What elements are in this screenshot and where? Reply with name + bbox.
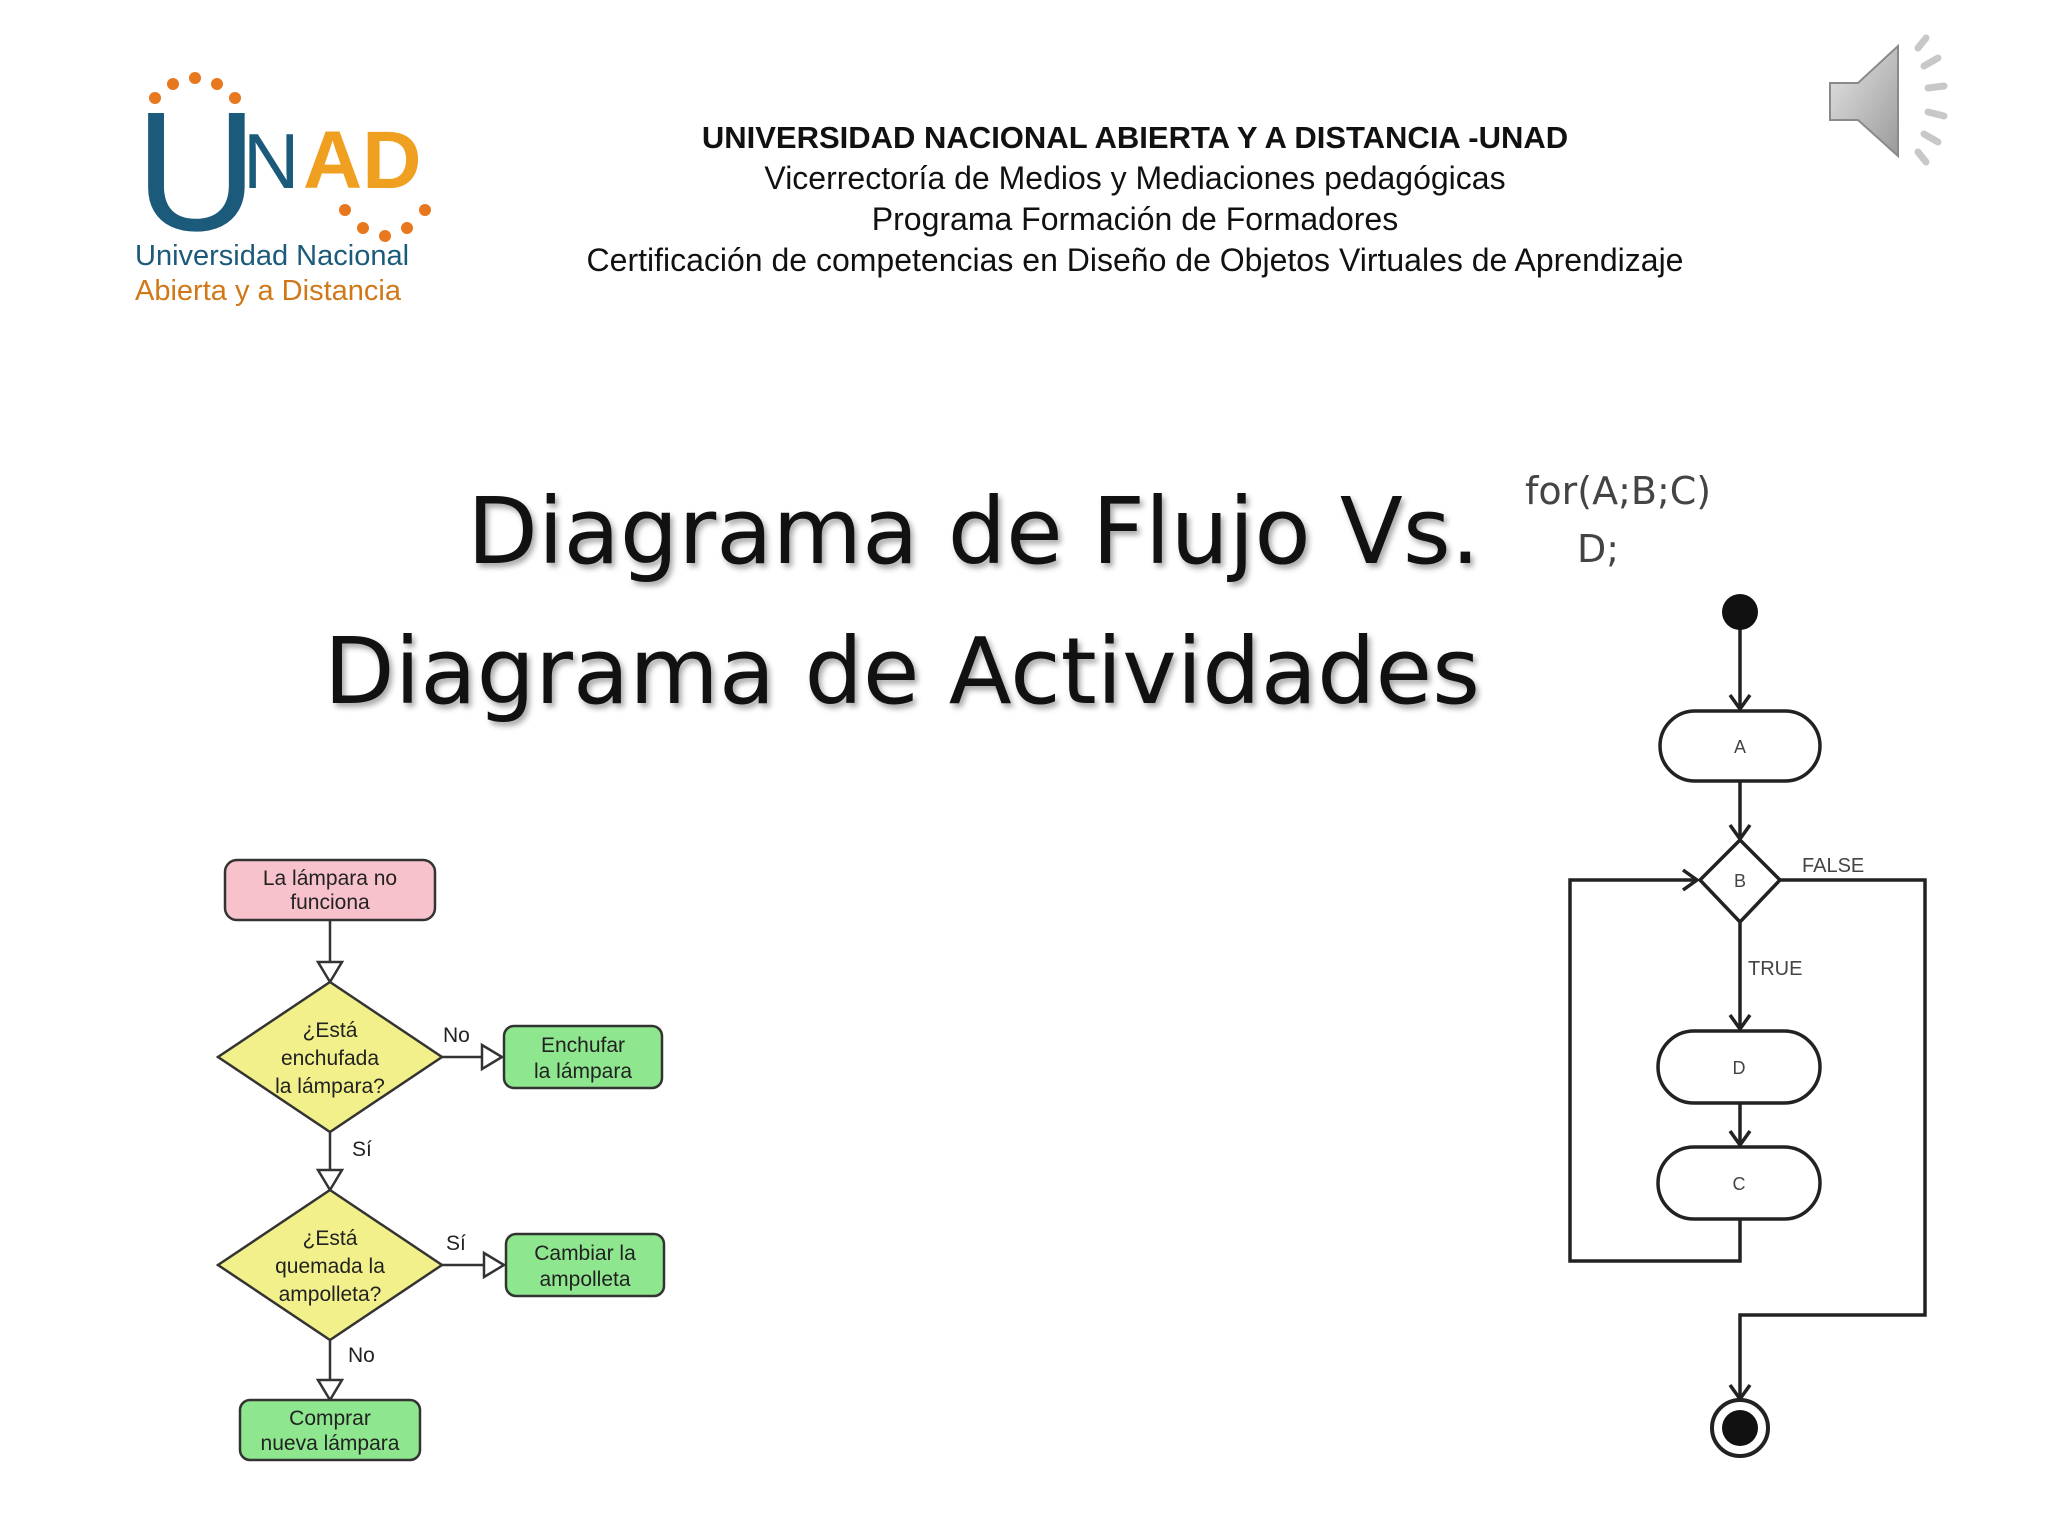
flow-decision1-yes: Sí bbox=[352, 1138, 372, 1161]
initial-node bbox=[1722, 594, 1758, 630]
flow-start-line2: funciona bbox=[290, 891, 370, 914]
flow-end-box bbox=[238, 1398, 422, 1462]
flow-decision2 bbox=[215, 1188, 445, 1342]
logo-letters-ad: AD bbox=[303, 115, 421, 206]
activity-node-a bbox=[1658, 709, 1822, 783]
flow-start-line1: La lámpara no bbox=[263, 867, 397, 890]
flow-decision1-line1: ¿Está bbox=[303, 1019, 358, 1042]
code-snippet: for(A;B;C) D; bbox=[1525, 462, 1711, 578]
flow-action2-box bbox=[504, 1232, 666, 1298]
true-label: TRUE bbox=[1748, 958, 1802, 980]
flow-start-box bbox=[223, 858, 437, 922]
activity-node-c-label: C bbox=[1733, 1174, 1746, 1194]
logo-letter-n: N bbox=[243, 117, 299, 205]
activity-diagram: A B FALSE TRUE D C bbox=[1540, 575, 1940, 1475]
code-line1: for(A;B;C) bbox=[1525, 469, 1712, 513]
flowchart: La lámpara no funciona ¿Está enchufada l… bbox=[200, 840, 700, 1490]
flow-decision2-yes: Sí bbox=[446, 1232, 466, 1255]
title-line1: Diagrama de Flujo Vs. bbox=[467, 478, 1480, 585]
flow-decision2-no: No bbox=[348, 1344, 375, 1367]
logo-line2: Abierta y a Distancia bbox=[135, 275, 402, 307]
flow-decision1 bbox=[215, 980, 445, 1134]
flow-decision2-line3: ampolleta? bbox=[279, 1283, 382, 1306]
header: UNIVERSIDAD NACIONAL ABIERTA Y A DISTANC… bbox=[520, 118, 1750, 281]
logo-line1: Universidad Nacional bbox=[135, 240, 409, 272]
activity-node-a-label: A bbox=[1734, 737, 1746, 757]
title-line2: Diagrama de Actividades bbox=[323, 618, 1480, 725]
flow-action1-line1: Enchufar bbox=[541, 1034, 625, 1057]
code-line2: D; bbox=[1577, 527, 1620, 571]
logo-dots bbox=[149, 72, 431, 242]
decision-node-b-label: B bbox=[1734, 871, 1746, 891]
header-line2: Programa Formación de Formadores bbox=[871, 201, 1399, 237]
flow-end-line2: nueva lámpara bbox=[261, 1432, 400, 1455]
final-node bbox=[1722, 1410, 1758, 1446]
flow-action2-line2: ampolleta bbox=[539, 1268, 630, 1291]
unad-logo: U N AD Universidad Nacional Abierta y a … bbox=[135, 70, 455, 320]
header-line3: Certificación de competencias en Diseño … bbox=[586, 242, 1684, 278]
slide-title: Diagrama de Flujo Vs. Diagrama de Activi… bbox=[260, 462, 1480, 742]
decision-node-b bbox=[1697, 837, 1783, 925]
flow-decision2-line2: quemada la bbox=[275, 1255, 385, 1278]
speaker-icon[interactable] bbox=[1820, 28, 1970, 173]
flow-action2-line1: Cambiar la bbox=[534, 1242, 636, 1265]
activity-node-c bbox=[1656, 1145, 1822, 1221]
flow-decision1-line2: enchufada bbox=[281, 1047, 379, 1070]
flow-decision2-line1: ¿Está bbox=[303, 1227, 358, 1250]
header-university: UNIVERSIDAD NACIONAL ABIERTA Y A DISTANC… bbox=[701, 120, 1569, 155]
activity-node-d bbox=[1656, 1029, 1822, 1105]
flow-decision1-line3: la lámpara? bbox=[275, 1075, 385, 1098]
logo-letter-u: U bbox=[135, 77, 258, 267]
activity-node-d-label: D bbox=[1733, 1058, 1746, 1078]
header-line1: Vicerrectoría de Medios y Mediaciones pe… bbox=[764, 160, 1506, 196]
false-label: FALSE bbox=[1802, 855, 1864, 877]
flow-action1-box bbox=[502, 1024, 664, 1090]
flow-decision1-no: No bbox=[443, 1024, 470, 1047]
flow-action1-line2: la lámpara bbox=[534, 1060, 632, 1083]
flow-end-line1: Comprar bbox=[289, 1407, 371, 1430]
